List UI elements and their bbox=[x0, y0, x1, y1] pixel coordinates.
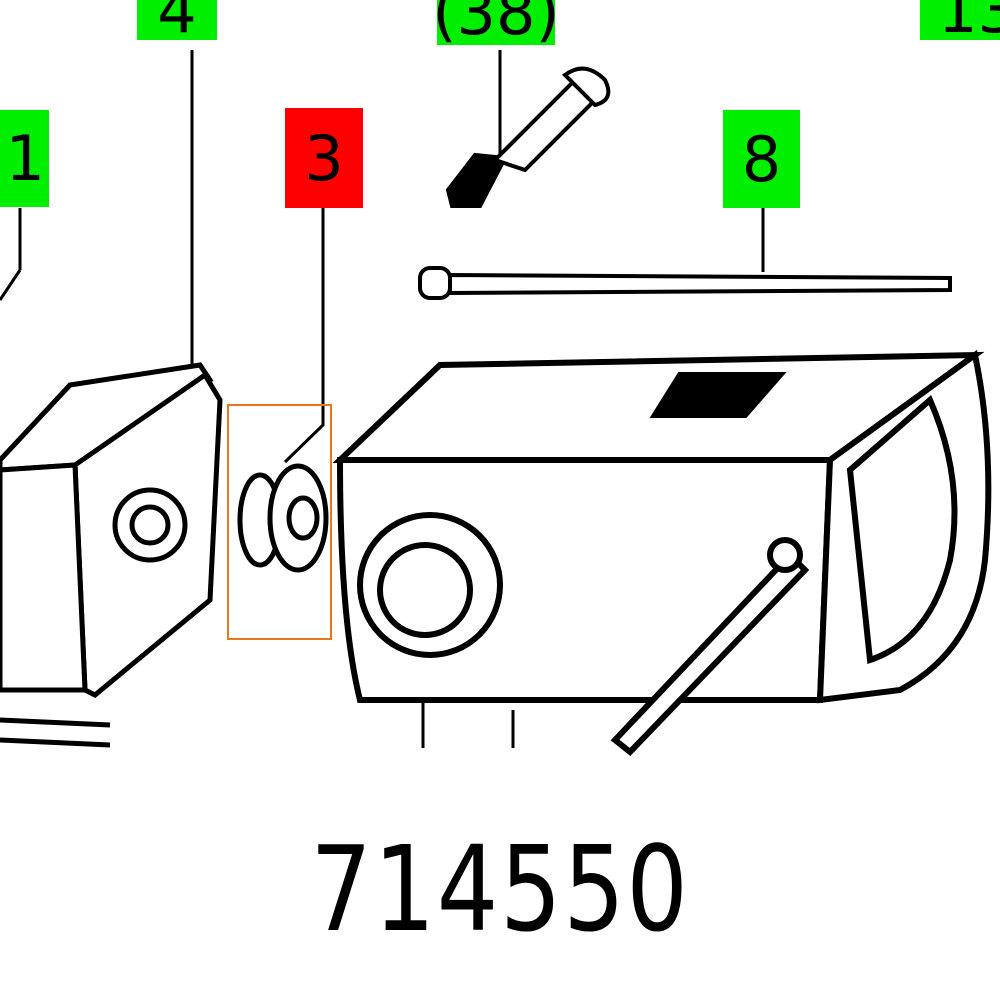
leader-line-3 bbox=[283, 208, 325, 464]
callout-1[interactable]: 1 bbox=[0, 110, 49, 207]
part-number: 714550 bbox=[310, 820, 690, 958]
carbon-brush-part bbox=[445, 66, 611, 208]
callout-13[interactable]: 13 bbox=[920, 0, 1000, 47]
motor-housing-part bbox=[332, 349, 992, 757]
gear-housing-part bbox=[0, 362, 223, 748]
callout-3-selected[interactable]: 3 bbox=[285, 108, 363, 208]
leader-line-1b bbox=[0, 269, 22, 301]
callout-38[interactable]: (38) bbox=[432, 0, 560, 49]
callout-8[interactable]: 8 bbox=[723, 110, 800, 208]
long-screw-part bbox=[418, 266, 952, 300]
callout-4[interactable]: 4 bbox=[137, 0, 217, 47]
selected-part-box bbox=[227, 404, 332, 640]
bearing-part bbox=[237, 463, 329, 573]
